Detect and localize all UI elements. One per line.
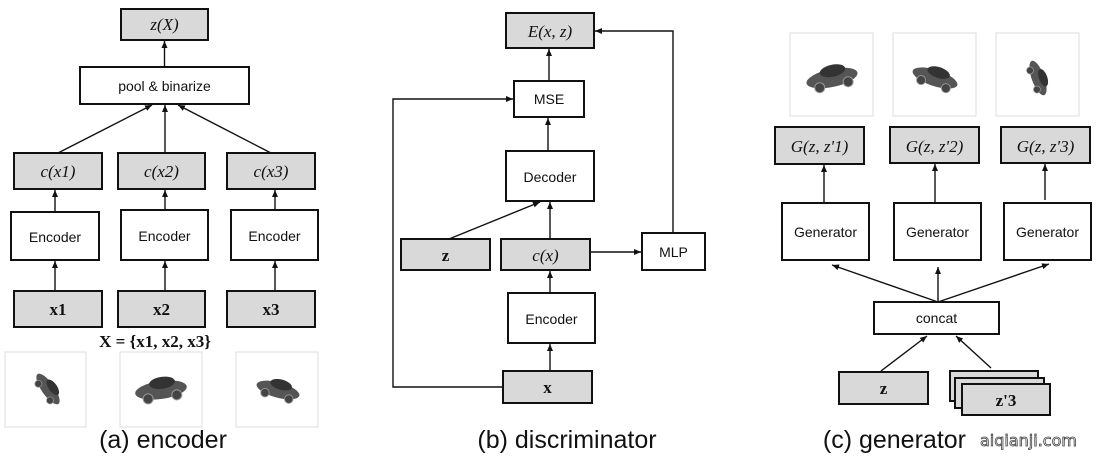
decoder-label: Decoder (524, 169, 577, 185)
encoder-label-3: Encoder (248, 228, 300, 244)
code-box-2 (117, 152, 206, 190)
latent-output-box (120, 8, 209, 41)
gen-output-label-2: G(z, z'2) (906, 137, 964, 156)
arrow (595, 28, 674, 233)
gen-output-box-2 (889, 126, 980, 164)
input-box-1 (13, 290, 103, 328)
zprime-label: z'3 (996, 391, 1017, 410)
arrow (955, 335, 992, 369)
encoder-box-2 (120, 209, 209, 261)
gen-output-label-3: G(z, z'3) (1017, 137, 1075, 156)
gen-output-label-1: G(z, z'1) (791, 137, 849, 156)
caption-discriminator: (b) discriminator (477, 426, 656, 454)
z-label: z (880, 379, 888, 398)
set-label: X = {x1, x2, x3} (99, 332, 211, 351)
concat-box (873, 301, 1000, 335)
generator-box-3 (1003, 202, 1092, 261)
mse-label: MSE (534, 91, 564, 107)
generator-label-3: Generator (1016, 224, 1079, 240)
input-label-2: x2 (153, 300, 170, 319)
x-label: x (543, 378, 552, 397)
z-label: z (442, 246, 450, 265)
arrow (392, 96, 513, 388)
mlp-box (641, 232, 706, 271)
code-box-1 (13, 152, 103, 190)
pool-binarize-label: pool & binarize (118, 78, 211, 94)
code-box-3 (226, 152, 316, 190)
energy-output-box (505, 12, 595, 49)
encoder-label-2: Encoder (138, 228, 190, 244)
input-label-3: x3 (263, 300, 280, 319)
generated-image-3 (995, 32, 1080, 117)
arrow (880, 335, 928, 372)
encoder-box (507, 292, 596, 344)
generator-label-1: Generator (794, 224, 857, 240)
decoder-box (505, 150, 595, 202)
x-box (502, 370, 593, 404)
input-box-2 (117, 290, 206, 328)
concat-label: concat (916, 310, 957, 326)
panel-encoder: z(X) pool & binarize c(x1) c(x2) c(x3) E… (4, 8, 319, 454)
latent-output-label: z(X) (149, 15, 179, 34)
panel-generator: G(z, z'1) G(z, z'2) G(z, z'3) Generator … (774, 32, 1092, 454)
arrow (831, 264, 939, 303)
code-label: c(x) (532, 246, 559, 265)
gen-output-box-3 (1000, 126, 1091, 164)
energy-output-label: E(x, z) (527, 22, 573, 41)
code-label-3: c(x3) (254, 162, 289, 181)
z-box (838, 371, 929, 405)
code-box (500, 238, 591, 271)
encoder-label-1: Encoder (29, 229, 81, 245)
car-image-3 (235, 351, 319, 428)
generator-label-2: Generator (906, 224, 969, 240)
generator-box-2 (893, 202, 982, 261)
caption-encoder: (a) encoder (99, 426, 227, 454)
arrow (937, 263, 1050, 303)
mlp-label: MLP (659, 244, 688, 260)
arrow (177, 104, 272, 154)
encoder-label: Encoder (525, 311, 577, 327)
watermark: aiqianji.com (980, 431, 1077, 450)
zprime-box (961, 383, 1051, 416)
arrow (448, 201, 541, 240)
encoder-box-1 (10, 211, 100, 261)
pool-binarize-box (79, 66, 250, 105)
arrow (57, 104, 153, 154)
input-box-3 (226, 290, 316, 328)
code-label-2: c(x2) (144, 162, 179, 181)
gen-output-box-1 (774, 126, 865, 165)
caption-generator: (c) generator (823, 426, 966, 454)
code-label-1: c(x1) (41, 162, 76, 181)
encoder-box-3 (230, 209, 319, 261)
z-box (400, 238, 491, 271)
generator-box-1 (781, 202, 870, 261)
input-label-1: x1 (50, 300, 67, 319)
panel-discriminator: E(x, z) MSE Decoder z c(x) MLP Encoder x… (392, 12, 706, 454)
